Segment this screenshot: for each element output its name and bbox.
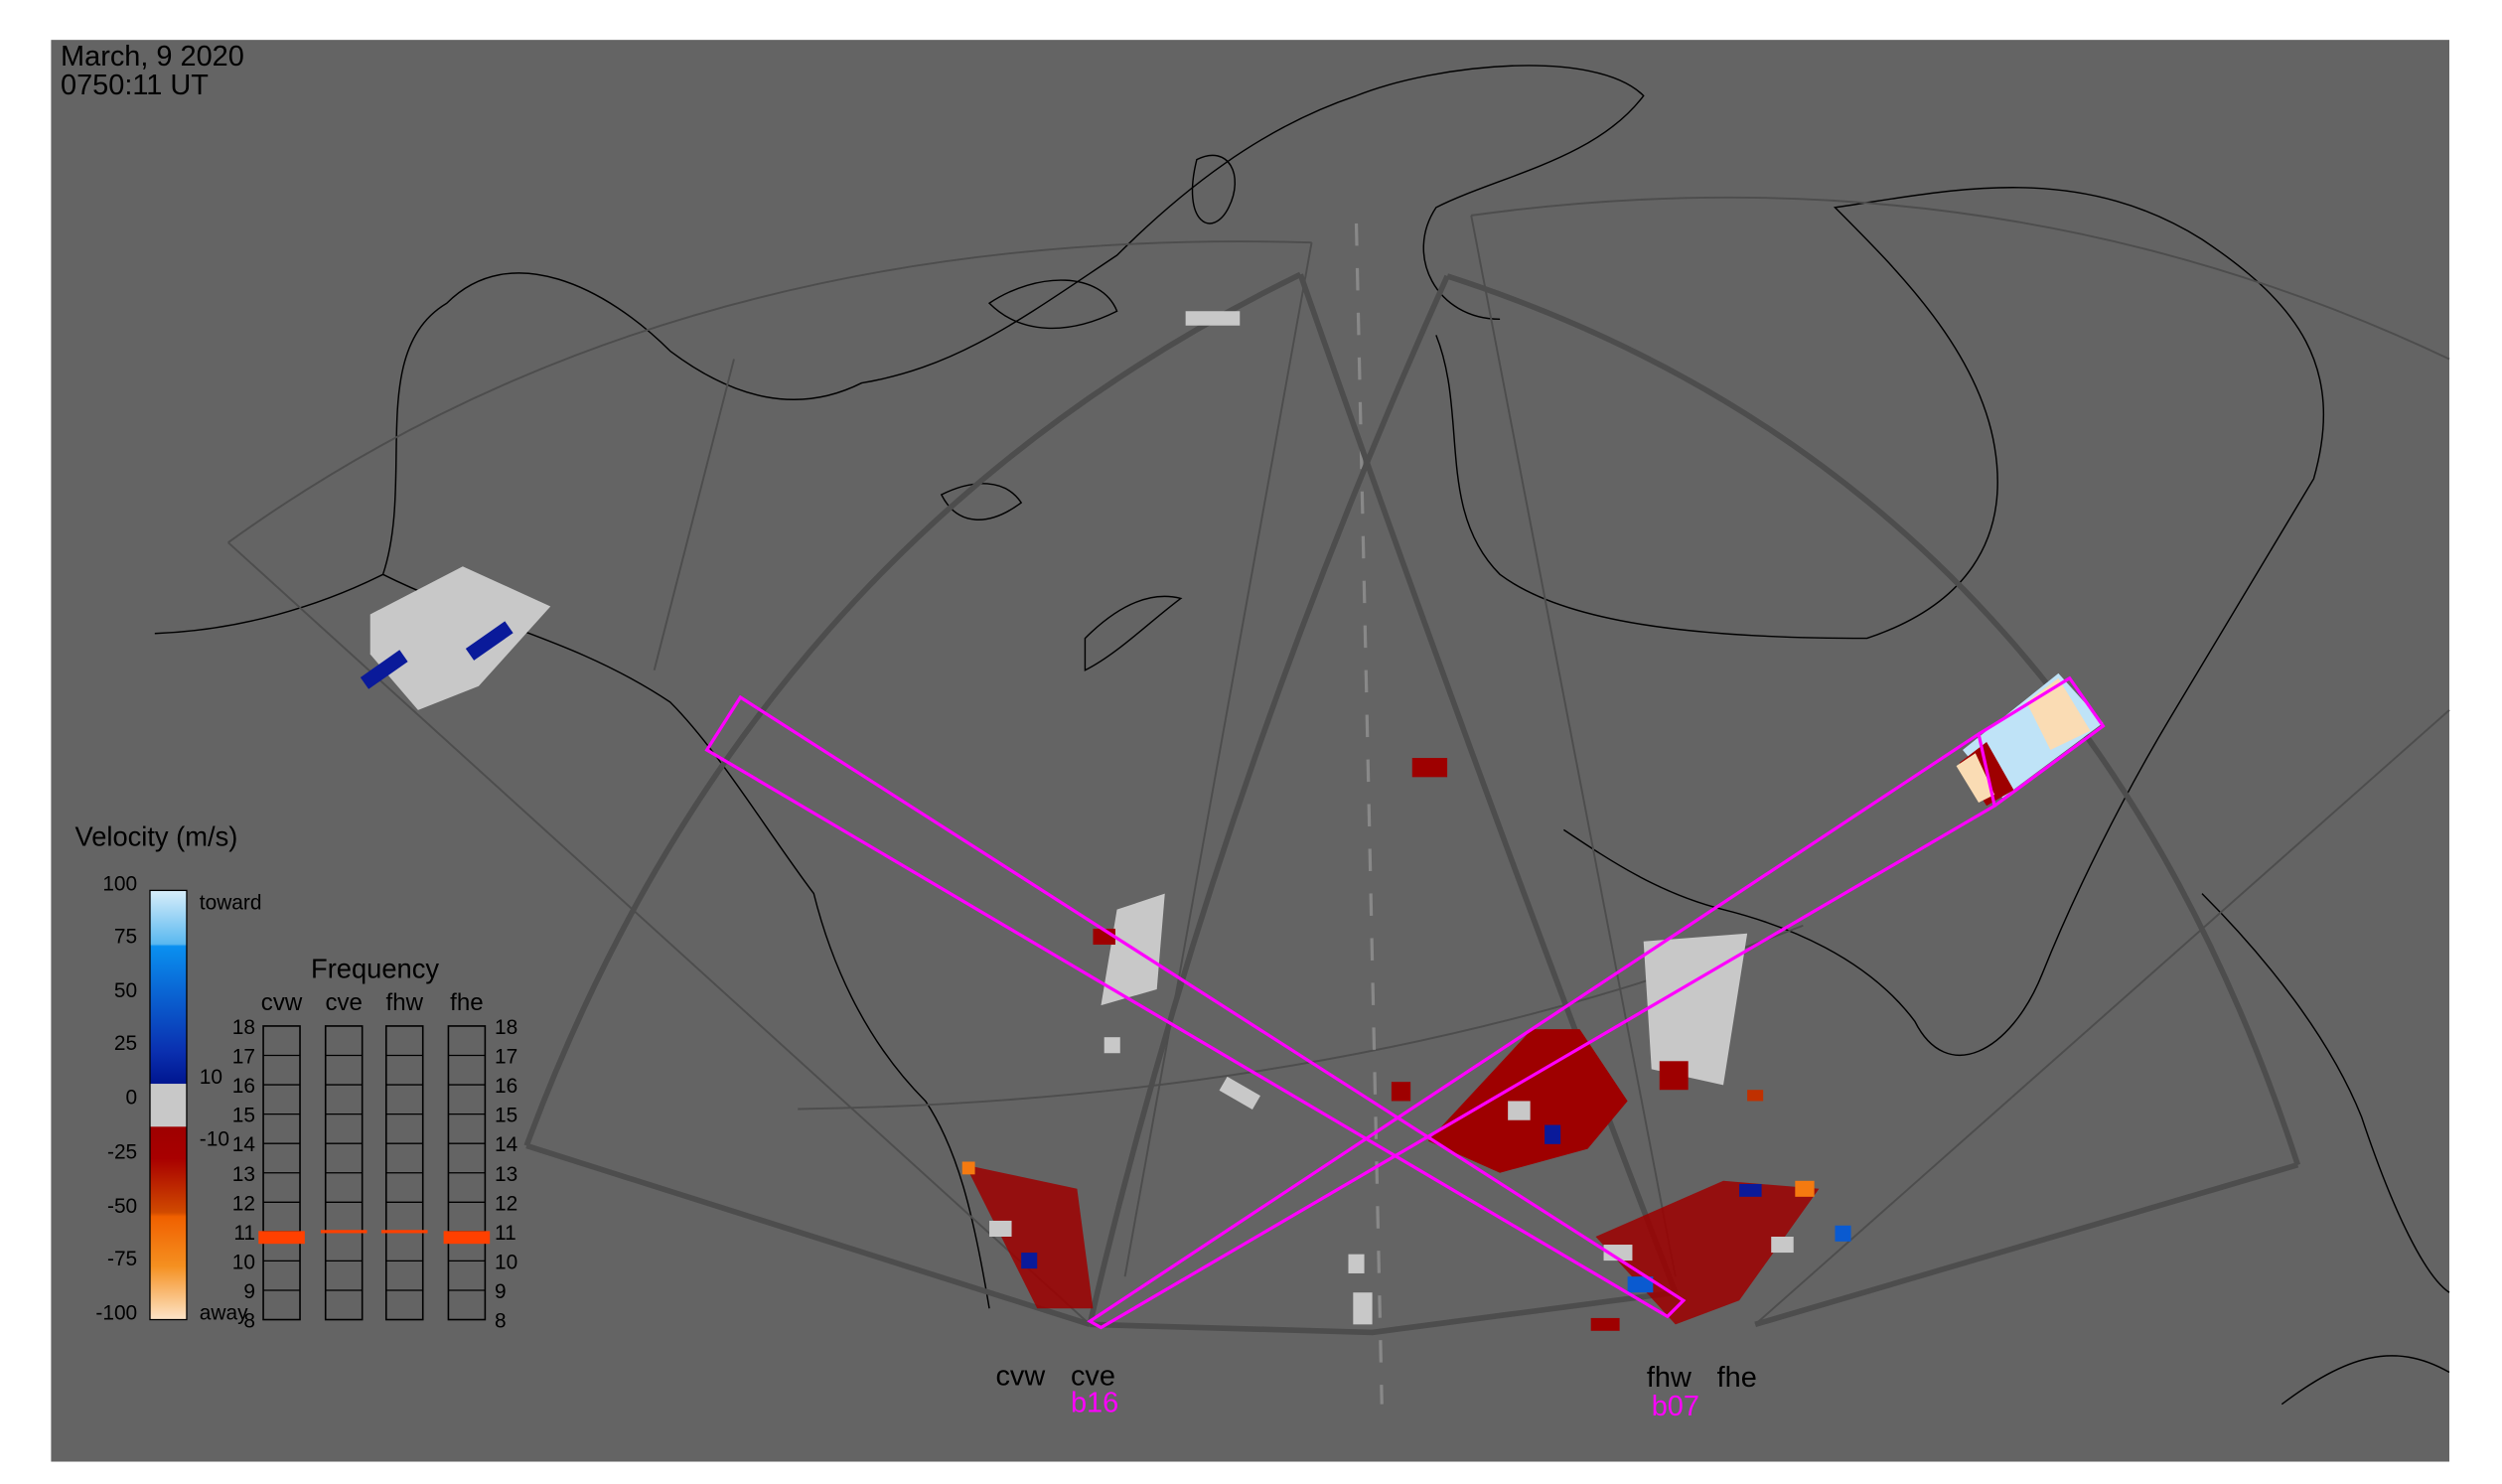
velocity-tick: -75 xyxy=(107,1248,137,1270)
radar-label-cvw: cvw xyxy=(995,1360,1045,1392)
frequency-tick-left: 15 xyxy=(232,1105,255,1127)
velocity-tick: 100 xyxy=(102,872,137,895)
frequency-tick-left: 16 xyxy=(232,1075,255,1098)
frequency-marker-fhe xyxy=(443,1231,491,1245)
frequency-tick-right: 17 xyxy=(495,1046,517,1069)
frequency-radar-label: cvw xyxy=(261,989,303,1016)
frequency-tick-left: 12 xyxy=(232,1192,255,1215)
velocity-tick: 0 xyxy=(126,1087,138,1110)
frequency-tick-left: 17 xyxy=(232,1046,255,1069)
frequency-tick-right: 13 xyxy=(495,1163,517,1186)
radar-label-cve: cve xyxy=(1071,1360,1115,1392)
radar-label-fhw: fhw xyxy=(1647,1362,1692,1394)
away-label: away xyxy=(200,1302,248,1325)
time-label: 0750:11 UT xyxy=(61,70,209,101)
frequency-legend-title: Frequency xyxy=(311,954,439,984)
frequency-tick-left: 13 xyxy=(232,1163,255,1186)
velocity-tick: 25 xyxy=(114,1032,137,1055)
frequency-marker-fhw xyxy=(380,1230,428,1234)
velocity-legend-title: Velocity (m/s) xyxy=(75,820,238,851)
frequency-tick-right: 18 xyxy=(495,1016,517,1039)
frequency-tick-right: 10 xyxy=(495,1251,517,1273)
beam-label-cv: b16 xyxy=(1071,1388,1118,1419)
frequency-tick-left: 10 xyxy=(232,1251,255,1273)
coastlines xyxy=(154,65,2450,1406)
frequency-tick-left: 9 xyxy=(243,1280,255,1303)
frequency-marker-cve xyxy=(320,1230,368,1234)
frequency-tick-left: 11 xyxy=(233,1222,255,1245)
frequency-radar-label: cve xyxy=(325,989,362,1016)
toward-label: toward xyxy=(200,892,262,915)
beam-outlines xyxy=(704,675,2106,1330)
frequency-tick-right: 15 xyxy=(495,1105,517,1127)
frequency-tick-right: 8 xyxy=(495,1310,507,1333)
frequency-tick-left: 18 xyxy=(232,1016,255,1039)
gray-band-upper-label: 10 xyxy=(200,1066,222,1089)
frequency-tick-left: 14 xyxy=(232,1133,255,1156)
velocity-tick: -100 xyxy=(95,1302,137,1325)
frequency-tick-left: 8 xyxy=(243,1310,255,1333)
frequency-tick-right: 12 xyxy=(495,1192,517,1215)
frequency-tick-right: 9 xyxy=(495,1280,507,1303)
beam-label-fh: b07 xyxy=(1652,1391,1699,1422)
velocity-tick: -25 xyxy=(107,1140,137,1163)
map-background xyxy=(51,40,2449,1462)
frequency-tick-right: 11 xyxy=(495,1222,516,1245)
velocity-tick: -50 xyxy=(107,1195,137,1218)
date-label: March, 9 2020 xyxy=(61,41,244,73)
frequency-radar-label: fhw xyxy=(386,989,424,1016)
velocity-colorbar xyxy=(149,889,188,1321)
fov-outlines xyxy=(523,271,2301,1336)
frequency-marker-cvw xyxy=(258,1231,305,1245)
frequency-tick-right: 16 xyxy=(495,1075,517,1098)
velocity-tick: 75 xyxy=(114,925,137,948)
meridian-dashed-line xyxy=(1354,223,1384,1405)
frequency-tick-right: 14 xyxy=(495,1133,517,1156)
velocity-colorbar-ticks: 100 75 50 25 0 -25 -50 -75 -100 xyxy=(95,872,137,1324)
velocity-tick: 50 xyxy=(114,979,137,1002)
gray-band-lower-label: -10 xyxy=(200,1127,229,1150)
radar-label-fhe: fhe xyxy=(1717,1362,1757,1394)
frequency-radar-label: fhe xyxy=(450,989,483,1016)
